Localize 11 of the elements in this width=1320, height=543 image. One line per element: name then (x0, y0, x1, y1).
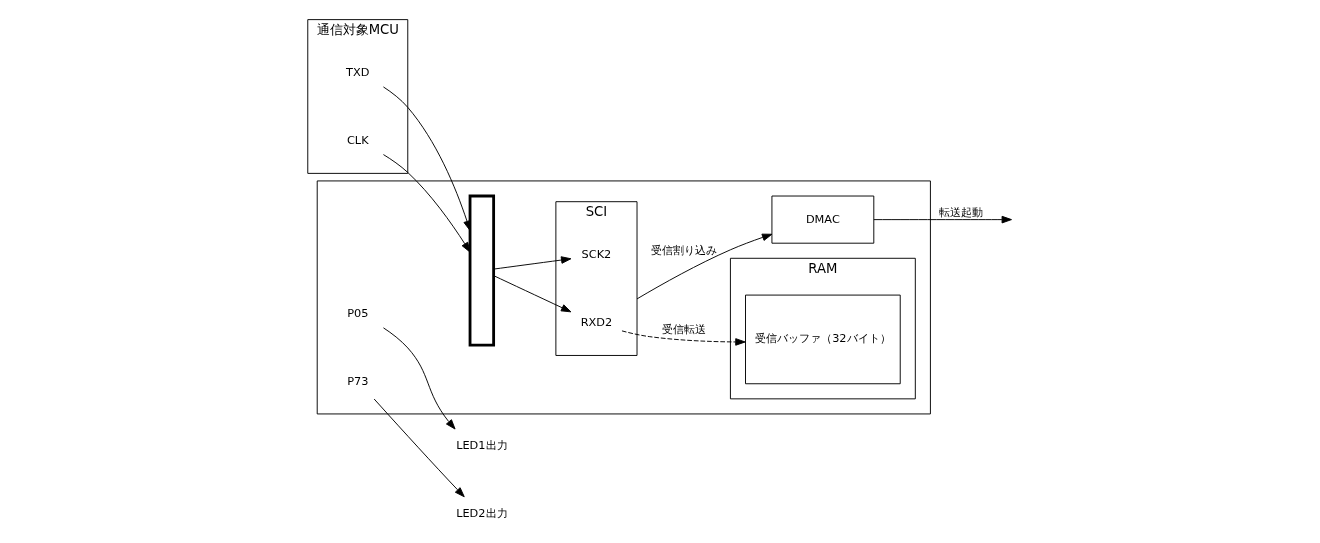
node-text: CLK (346, 133, 369, 148)
node-text: P05 (347, 305, 369, 320)
node-text: P73 (347, 373, 369, 388)
edge-label: 転送起動 (939, 205, 984, 220)
edge-label: 受信転送 (661, 322, 706, 337)
node-text: SCK2 (581, 247, 612, 262)
node-text: LED2出力 (456, 505, 508, 520)
node-text: LED1出力 (456, 437, 508, 452)
edge-label: 受信割り込み (650, 243, 717, 258)
node-text: TXD (346, 65, 370, 80)
node-text: RXD2 (580, 315, 613, 330)
